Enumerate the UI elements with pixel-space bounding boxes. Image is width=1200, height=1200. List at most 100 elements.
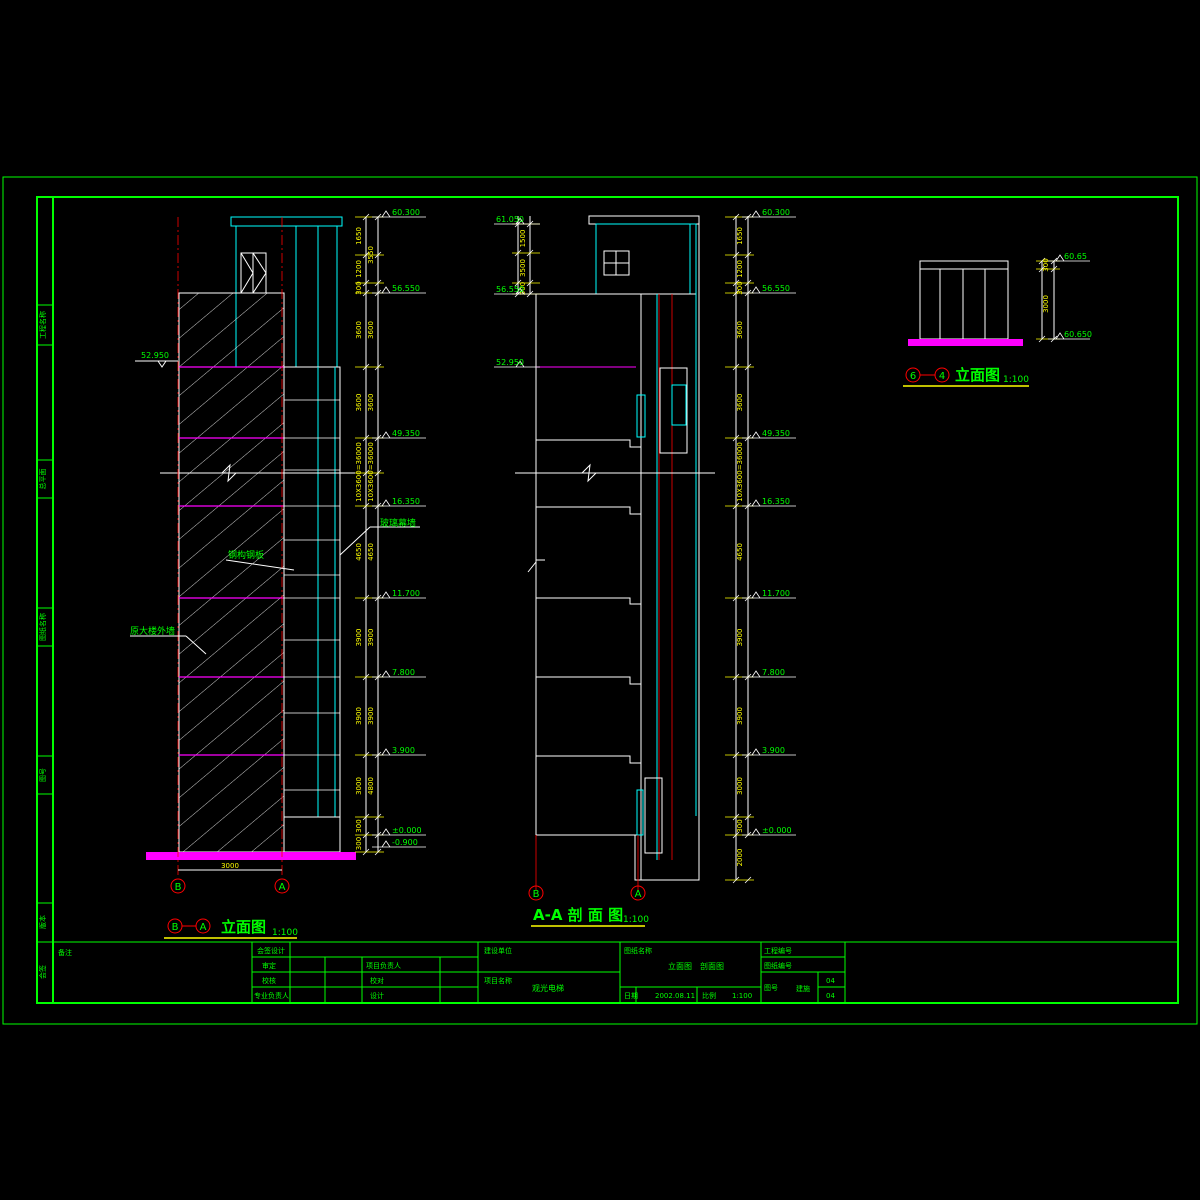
dim-text: 1200: [736, 260, 744, 278]
drawing-name-1: 立面图: [668, 961, 692, 971]
tb-cell: 审定: [262, 961, 276, 970]
dim-text: 3600: [367, 394, 375, 412]
axis-label-b: B: [533, 889, 540, 900]
scale-label: 比例: [702, 991, 716, 1000]
dim-text: 1650: [736, 227, 744, 245]
axis-label-a: A: [635, 889, 642, 900]
dim-text: 300: [736, 281, 744, 294]
title-axis-a: A: [200, 922, 207, 933]
dim-text: 3600: [736, 394, 744, 412]
elevation-mark: 56.550: [762, 284, 790, 293]
tb-cell: 项目负责人: [366, 961, 401, 970]
dim-text: 300: [355, 837, 363, 850]
elevation-mark: 49.350: [392, 429, 420, 438]
dim-text: 3550: [367, 246, 375, 264]
title-axis-b: B: [172, 922, 179, 933]
dim-text: 4650: [355, 543, 363, 561]
side-label: 图纸名称: [38, 613, 47, 641]
dim-text: 300: [355, 281, 363, 294]
elevation-mark: 16.350: [392, 497, 420, 506]
side-label: 总平面: [38, 469, 47, 490]
dim-text: 4800: [367, 777, 375, 795]
tb-cell: 项目名称: [484, 976, 512, 985]
elevation-b-a: 3000 B A 玻璃幕墙 钢构钢板 原大楼外墙 52.950 16501200…: [130, 208, 426, 939]
dim-text: 3600: [355, 321, 363, 339]
roof-slab: [908, 339, 1023, 346]
stage-value: 建施: [796, 984, 810, 993]
elevation-mark: 61.050: [496, 215, 524, 224]
dim-text: 3900: [355, 707, 363, 725]
drawing-c-title: 立面图: [955, 366, 1000, 384]
dim-text: 10X3600=36000: [736, 442, 744, 502]
elevation-mark: -0.900: [392, 838, 418, 847]
dim-text: 10X3600=36000: [367, 442, 375, 502]
elevation-mark: 7.800: [762, 668, 785, 677]
dim-text: 3600: [355, 394, 363, 412]
elevation-mark: 49.350: [762, 429, 790, 438]
dim-text: 10X3600=36000: [355, 442, 363, 502]
dim-text: 1500: [519, 230, 527, 248]
dim-text: 3900: [736, 707, 744, 725]
elevation-mark: 3.900: [392, 746, 415, 755]
side-label: 图号: [39, 768, 47, 782]
axis-label-b: B: [175, 882, 182, 893]
section-a-a: B A 1500 3500 300 61.050 56.550 52.950 1650 1…: [494, 208, 796, 927]
dim-text: 300: [355, 819, 363, 832]
dim-text: 1200: [355, 260, 363, 278]
existing-wall-hatch: [178, 292, 285, 853]
title-block: [53, 941, 1178, 1003]
elevation-mark: 60.65: [1064, 252, 1087, 261]
label-existing-wall: 原大楼外墙: [130, 625, 175, 637]
drawing-b-title: A-A 剖 面 图: [533, 906, 623, 924]
job-no-label: 工程编号: [764, 946, 792, 955]
dim-text: 3000: [355, 777, 363, 795]
dim-text: 4650: [367, 543, 375, 561]
sheet-no-label: 图纸编号: [764, 961, 792, 970]
elevation-mark: 16.350: [762, 497, 790, 506]
dim-text: 300: [519, 282, 527, 295]
axis-label-a: A: [279, 882, 286, 893]
tb-cell: 校对: [370, 976, 384, 985]
date-value: 2002.08.11: [655, 992, 695, 1000]
elevation-mark: 60.300: [392, 208, 420, 217]
dim-text: 3600: [367, 321, 375, 339]
elevation-mark: 11.700: [762, 589, 790, 598]
tb-cell: 设计: [370, 991, 384, 1000]
elevation-mark: 52.950: [496, 358, 524, 367]
outer-border: [2, 176, 1198, 1025]
project-name: 观光电梯: [532, 983, 564, 993]
dim-text: 3500: [519, 259, 527, 277]
dim-text: 1650: [355, 227, 363, 245]
sheet-b: 04: [826, 992, 835, 1000]
scale-value: 1:100: [732, 992, 752, 1000]
dim-text: 3600: [736, 321, 744, 339]
drawing-b-scale: 1:100: [623, 915, 649, 925]
axis-bubble-b: [170, 878, 186, 894]
elevation-mark: 60.300: [762, 208, 790, 217]
stage-label: 图号: [764, 984, 778, 992]
drawing-a-scale: 1:100: [272, 928, 298, 938]
dim-text: 3000: [736, 777, 744, 795]
drawing-name-2: 剖面图: [700, 961, 724, 971]
side-label: 会签: [38, 965, 47, 979]
tb-cell: 建设单位: [484, 946, 512, 955]
elevation-mark: 3.900: [762, 746, 785, 755]
dim-text: 2000: [736, 849, 744, 867]
sheet-a: 04: [826, 977, 835, 985]
side-label: 工程名称: [38, 311, 47, 339]
dim-text: 3900: [355, 629, 363, 647]
label-steel-plate: 钢构钢板: [228, 549, 264, 561]
tb-cell: 校核: [262, 976, 276, 985]
tb-cell: 专业负责人: [254, 991, 289, 1000]
axis-label-6: 6: [910, 371, 916, 382]
elevation-mark: ±0.000: [392, 826, 422, 835]
drawing-c-scale: 1:100: [1003, 375, 1029, 385]
drawing-a-title: 立面图: [221, 918, 266, 936]
span-dim: 3000: [221, 862, 239, 870]
ground-slab: [146, 852, 356, 860]
axis-bubble-a: [274, 878, 290, 894]
axis-label-4: 4: [939, 371, 945, 382]
dim-text: 300: [1042, 258, 1050, 271]
dim-text: 4650: [736, 543, 744, 561]
